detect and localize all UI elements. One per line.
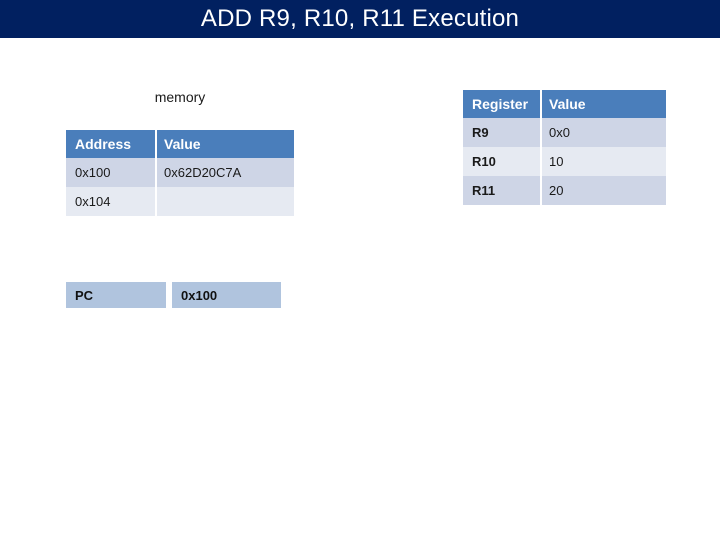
register-cell-value-0: 0x0 [540, 118, 666, 147]
register-cell-name-0: R9 [463, 118, 540, 147]
memory-cell-address-0: 0x100 [66, 158, 155, 187]
register-cell-name-2: R11 [463, 176, 540, 205]
slide-content-area: memory Address Value 0x100 0x62D20C7A 0x… [0, 38, 720, 540]
register-header-register: Register [463, 90, 540, 118]
memory-header-value: Value [155, 130, 294, 158]
memory-table: Address Value 0x100 0x62D20C7A 0x104 [66, 130, 294, 216]
memory-cell-address-1: 0x104 [66, 187, 155, 216]
program-counter-row: PC 0x100 [66, 282, 281, 308]
register-cell-name-1: R10 [463, 147, 540, 176]
table-row: R9 0x0 [463, 118, 666, 147]
slide-title-bar: ADD R9, R10, R11 Execution [0, 0, 720, 38]
register-table: Register Value R9 0x0 R10 10 R11 20 [463, 90, 666, 205]
table-row: 0x100 0x62D20C7A [66, 158, 294, 187]
memory-table-header-row: Address Value [66, 130, 294, 158]
page-title: ADD R9, R10, R11 Execution [200, 5, 520, 32]
table-row: R10 10 [463, 147, 666, 176]
register-cell-value-2: 20 [540, 176, 666, 205]
register-header-value: Value [540, 90, 666, 118]
register-table-header-row: Register Value [463, 90, 666, 118]
memory-cell-value-1 [155, 187, 294, 216]
table-row: R11 20 [463, 176, 666, 205]
memory-table-caption: memory [154, 89, 206, 105]
pc-value: 0x100 [172, 282, 281, 308]
table-row: 0x104 [66, 187, 294, 216]
memory-header-address: Address [66, 130, 155, 158]
memory-cell-value-0: 0x62D20C7A [155, 158, 294, 187]
register-cell-value-1: 10 [540, 147, 666, 176]
pc-label: PC [66, 282, 166, 308]
